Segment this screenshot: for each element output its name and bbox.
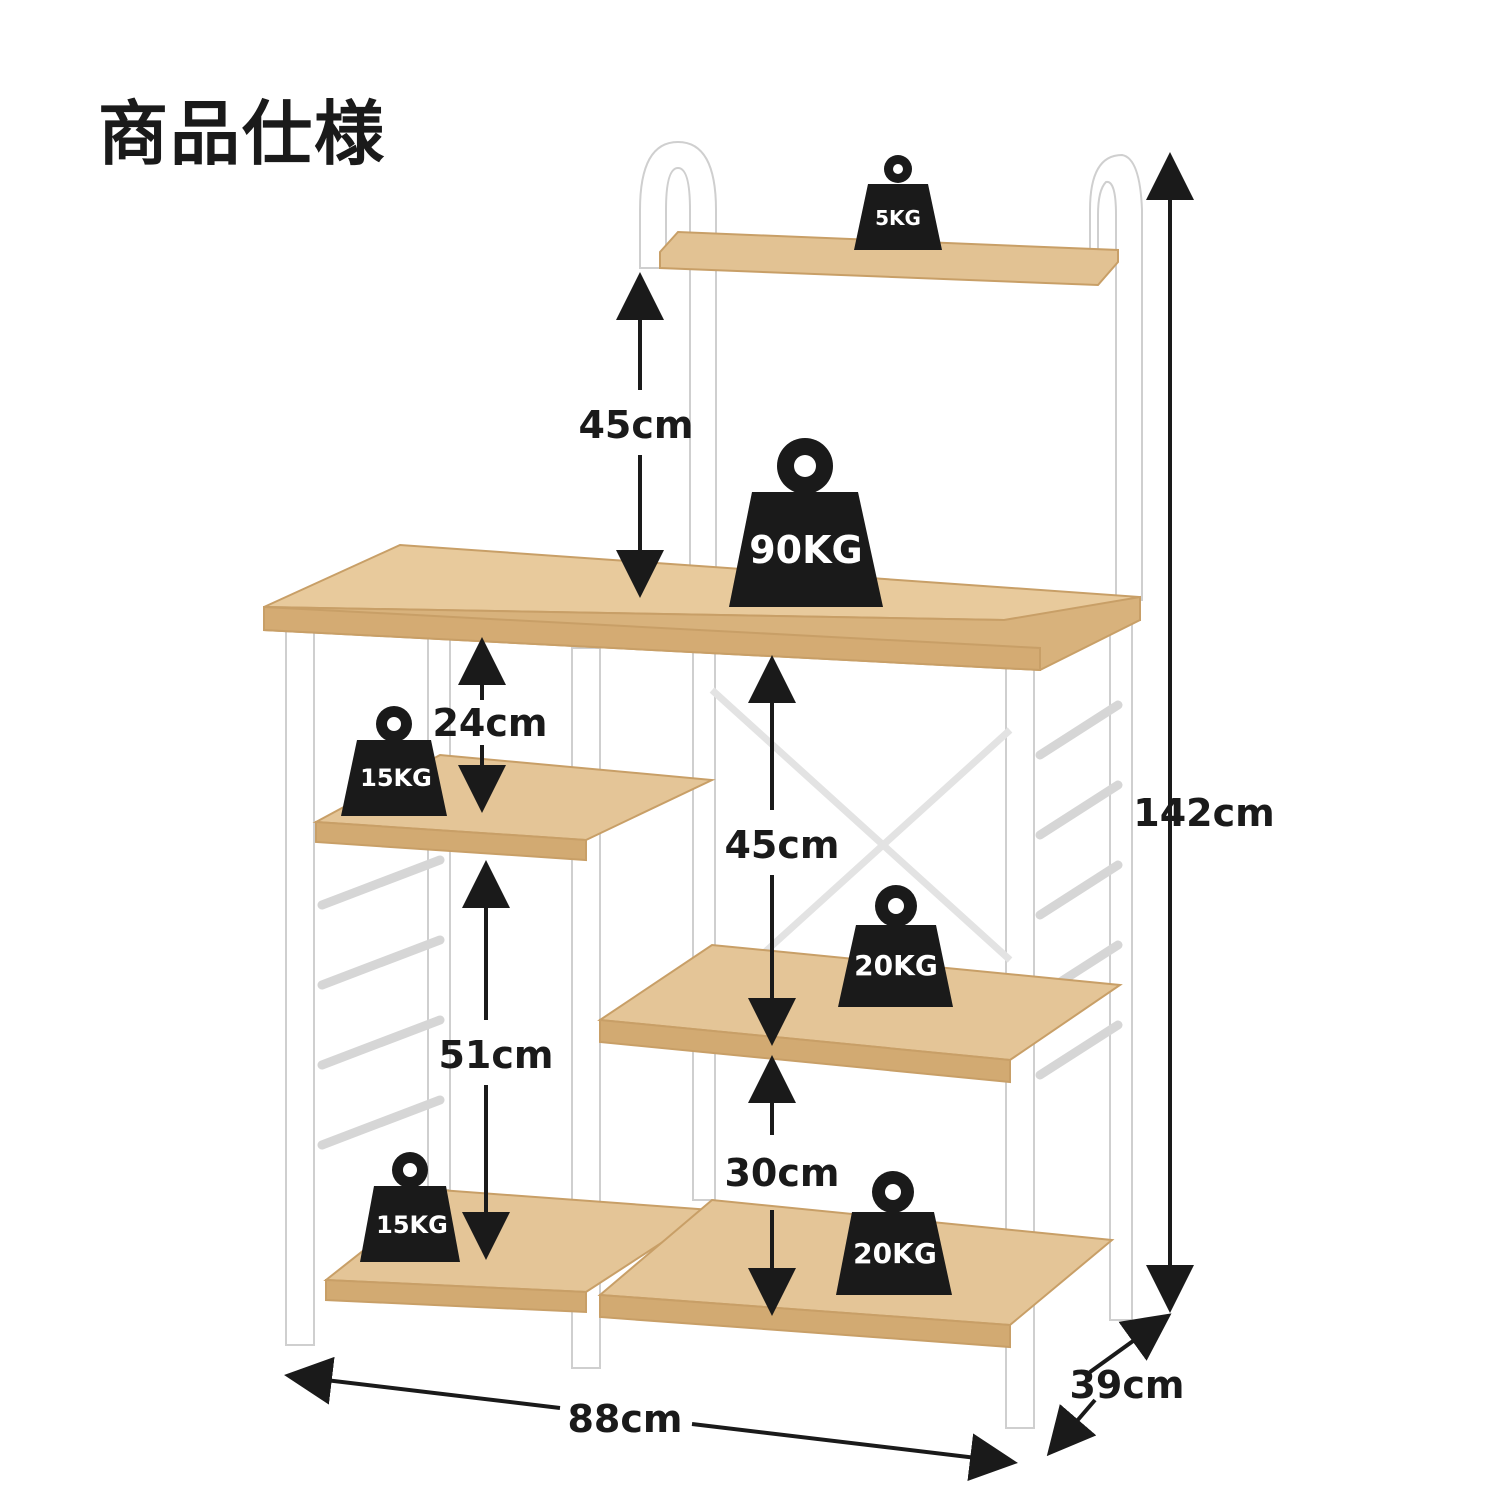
svg-text:15KG: 15KG xyxy=(376,1211,448,1239)
width-arrow-right-icon xyxy=(691,1422,1018,1482)
weight-right-middle-shelf: 20KG xyxy=(838,885,953,1007)
svg-text:15KG: 15KG xyxy=(360,764,432,792)
kettlebell-weight-icon xyxy=(836,1171,952,1295)
main-board-face xyxy=(263,605,1041,672)
side-rungs xyxy=(317,700,1123,1150)
kettlebell-weight-icon xyxy=(729,438,883,607)
svg-text:20KG: 20KG xyxy=(854,949,938,982)
left-arch xyxy=(639,140,717,569)
kettlebell-weight-icon xyxy=(360,1152,460,1262)
width-label: 88cm xyxy=(567,1397,682,1441)
left-lower-gap-label: 51cm xyxy=(438,1033,553,1077)
left-upper-gap-label: 24cm xyxy=(432,701,547,745)
kettlebell-weight-icon xyxy=(341,706,447,816)
dimension-arrows xyxy=(284,152,1194,1482)
weight-left-middle-shelf: 15KG xyxy=(341,706,447,816)
center-back-leg xyxy=(692,639,716,1201)
kettlebell-weight-icon xyxy=(854,155,942,250)
svg-text:90KG: 90KG xyxy=(749,528,863,572)
width-arrow-left-icon xyxy=(284,1356,561,1410)
weight-top-shelf: 5KG xyxy=(854,155,942,250)
weight-main-board: 90KG xyxy=(729,438,883,607)
page-title: 商品仕様 xyxy=(98,93,386,175)
right-upper-gap-label: 45cm xyxy=(724,823,839,867)
height-label: 142cm xyxy=(1133,791,1274,835)
depth-label: 39cm xyxy=(1069,1363,1184,1407)
svg-text:20KG: 20KG xyxy=(853,1237,937,1270)
top-shelf xyxy=(659,230,1119,287)
weight-left-bottom-shelf: 15KG xyxy=(360,1152,460,1262)
depth-arrow-lower-icon xyxy=(1046,1398,1097,1457)
back-right-leg xyxy=(1109,619,1133,1321)
shelves xyxy=(263,230,1141,1349)
kettlebell-weight-icon xyxy=(838,885,953,1007)
right-lower-gap-label: 30cm xyxy=(724,1151,839,1195)
front-left-leg xyxy=(285,624,315,1346)
right-arch xyxy=(1089,153,1143,601)
top-gap-label: 45cm xyxy=(578,403,693,447)
weight-right-bottom-shelf: 20KG xyxy=(836,1171,952,1295)
depth-arrow-upper-icon xyxy=(1088,1313,1172,1374)
svg-text:5KG: 5KG xyxy=(875,206,921,230)
